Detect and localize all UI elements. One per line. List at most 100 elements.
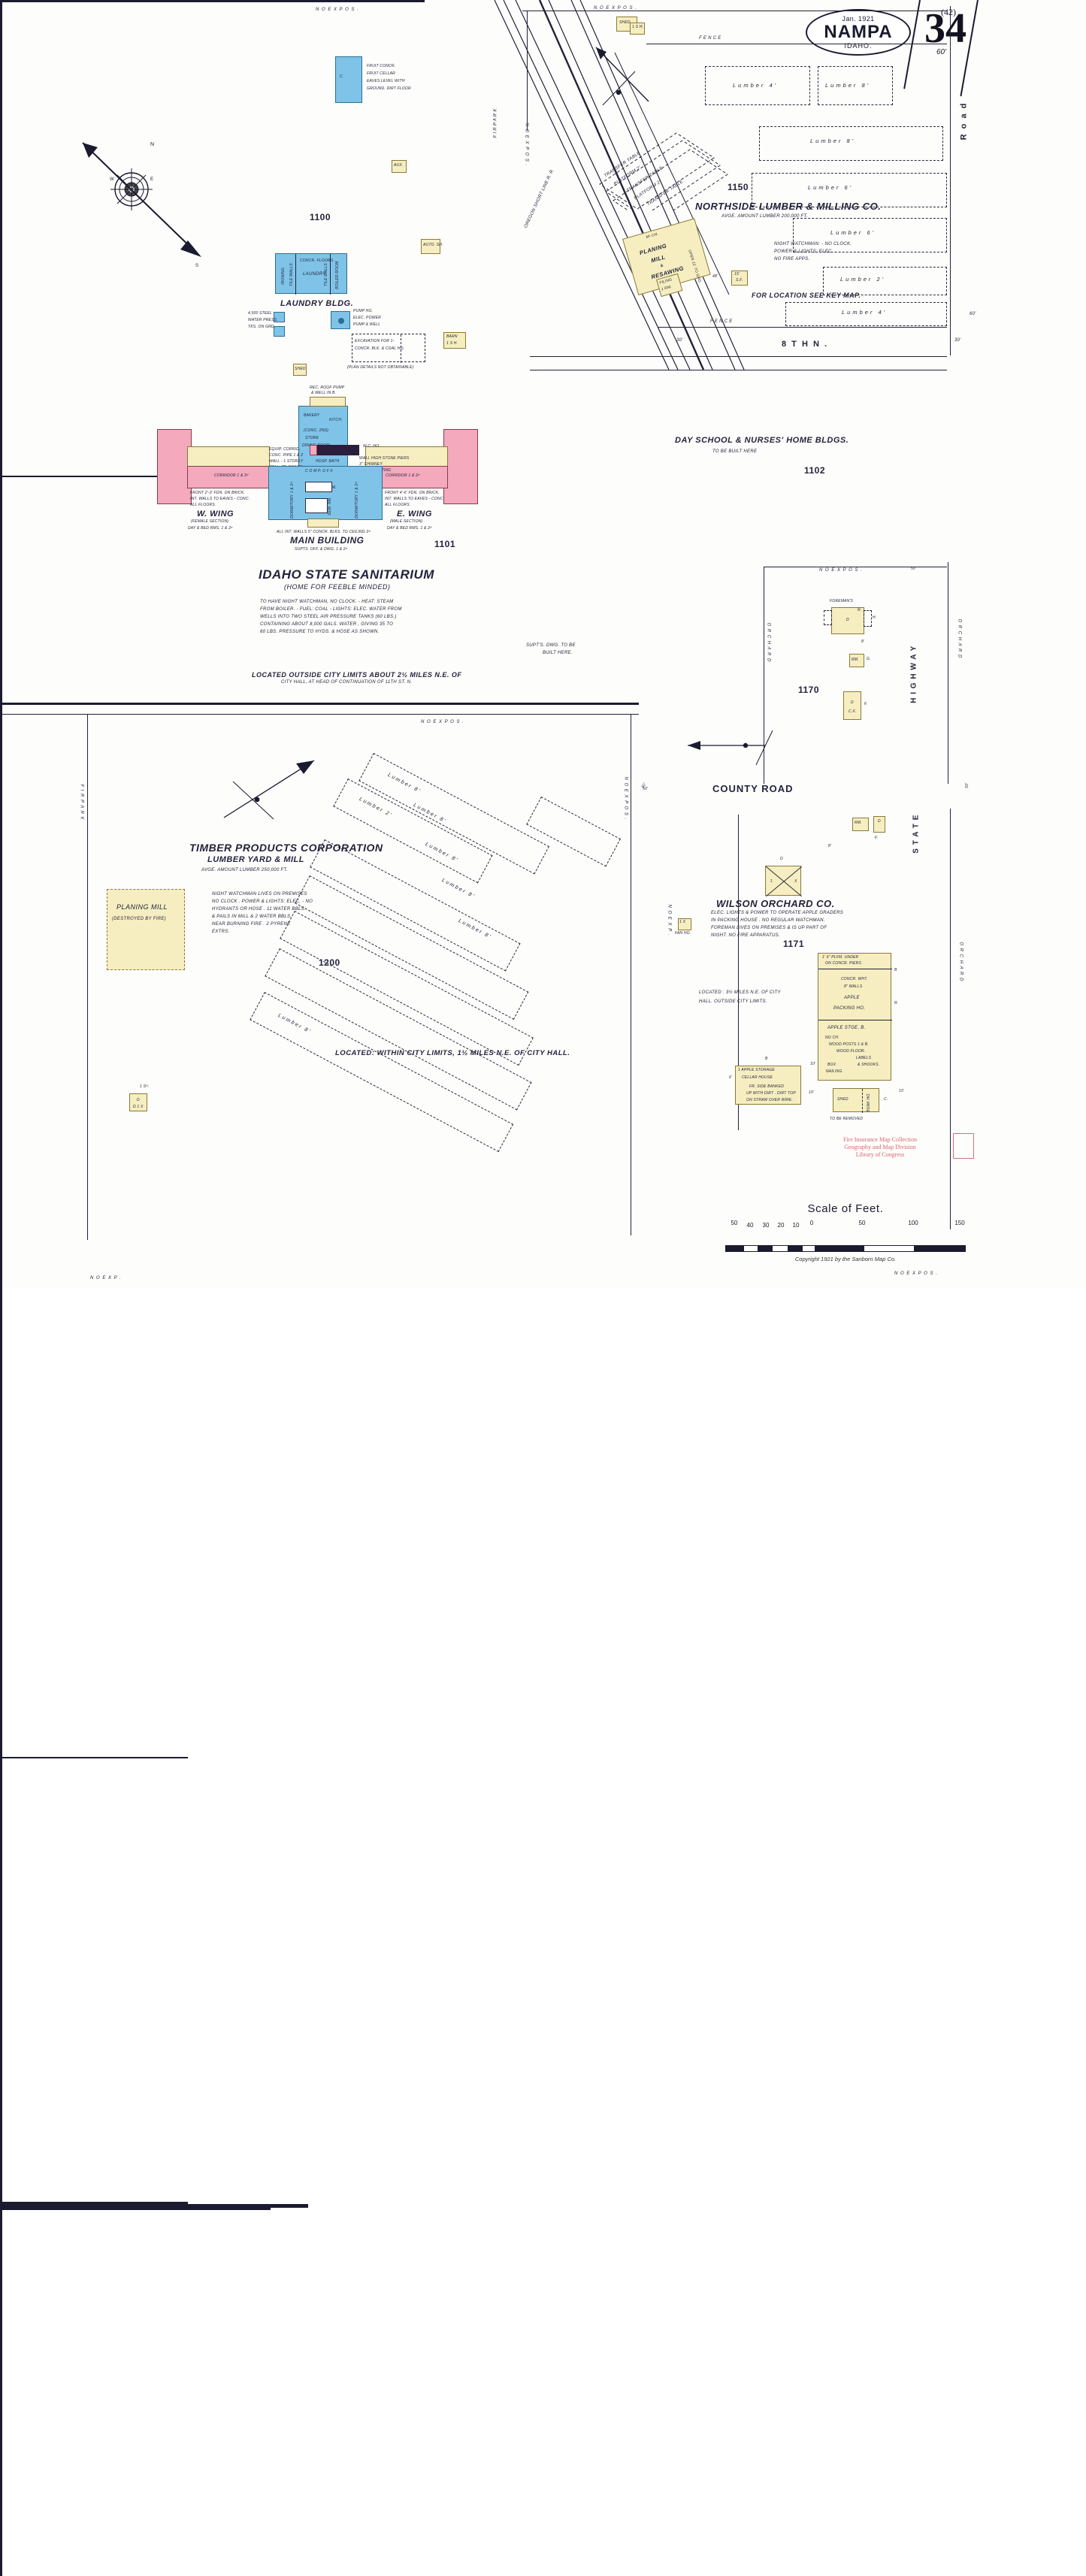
scale-tick-1: 40 [746,1222,754,1229]
timber-lumber-pile-5-label: Lumber 8' [440,878,476,900]
orchard-label-right-1170: O R C H A R D [957,618,962,659]
svg-text:N: N [150,142,154,147]
foreman-porch-left [824,610,832,625]
lumber-pile-4 [752,173,947,207]
scale-tick-4: 10 [792,1222,800,1229]
wilson-small-e-label: F. [875,836,879,840]
packing-note-2: ON CONCR. PIERS [825,961,862,966]
northside-company-title: NORTHSIDE LUMBER & MILLING CO. [695,201,882,212]
northside-keymap-note: FOR LOCATION SEE KEY MAP. [752,292,861,299]
water-tank-note-2: WATER PRESS. [248,318,278,322]
northside-dim-48: 48' [712,274,718,279]
sanitarium-note-4: CONTAINING ABOUT 8,000 GALS. WATER , GIV… [260,622,394,627]
sanitarium-w-wing-sub: (FEMALE SECTION) [191,519,229,524]
aux-shed-small-label: SHED [295,367,306,371]
sanitarium-comp-off-label: C O M P. O F F. [305,469,334,473]
water-tank-1 [274,312,285,322]
no-exposure-left-vertical: N O E X P O S . [524,122,529,167]
no-exposure-central: N O E X P O S . [421,720,464,724]
day-school-note-2: TO BE BUILT HERE [712,449,758,454]
wilson-dwelling: 1 X [765,866,802,896]
fence-line-bottom [658,327,947,328]
laundry-boiler-label: BOILER ROOM [335,261,340,289]
aux-building-barn: BARN 1 S H. [443,332,466,349]
stge-note-3: WOOD FLOOR. [836,1049,866,1054]
sanitarium-e-wing-sub2: DAY & BED RMS. 1 & 2ᵈ [387,526,432,531]
timber-planing-mill-sub: (DESTROYED BY FIRE) [112,917,166,921]
laundry-building: IRONING CONCR. FLOORS LAUNDRY BOILER ROO… [275,253,347,295]
north-arrow-1170 [688,730,773,766]
water-tank-note-3: TKS. ON GRD. [248,325,276,329]
wilson-note-3: FOREMAN LIVES ON PREMISES & IS UP PART O… [711,926,827,930]
foreman-d2-building: D C.X. [843,691,861,720]
northside-note-3: NO FIRE APPS. [774,257,810,262]
planing-mill-mach: Mᶜ CH. [645,231,660,240]
aux-auto-sh-label: AUTO. SH. [423,243,443,247]
wilson-shed-bunkhouse: SHED BUNK HO. [833,1088,879,1113]
timber-subtitle: LUMBER YARD & MILL [207,855,304,864]
foreman-dim-8: 8' [861,639,865,644]
no-exposure-bottom-left: N O E X P . [90,1276,122,1280]
sanitarium-inner-room-2 [305,498,328,513]
fruit-cellar-note-4: GROUND. DIRT FLOOR [367,86,411,91]
sanitarium-main-note: ALL INT. WALLS 5" CONCR. BLKS. TO CEILIN… [277,530,371,534]
fruit-cellar-note-1: FRUIT CONCR. [367,64,396,68]
lumber-pile-3 [759,126,943,161]
foreman-g-label: G. [867,657,871,661]
wilson-small-top-right-2-label: D [878,819,881,824]
timber-note-4: & PAILS IN MILL & 2 WATER BBLS. [212,915,292,919]
loc-stamp-box [953,1133,974,1159]
scale-bar-group: Scale of Feet. 50 40 30 20 10 0 50 100 1… [725,1202,966,1262]
block-number-1200: 1200 [319,957,340,968]
timber-located-note: LOCATED: WITHIN CITY LIMITS, 1½ MILES N.… [335,1049,570,1057]
wilson-note-4: NIGHT. NO FIRE APPARATUS. [711,933,780,938]
no-exposure-bottom-right: N O E X P O S . [894,1271,938,1276]
timber-note-6: EXTRS. [212,930,230,934]
pump-house-label: PUMP HO. [353,309,374,313]
scale-tick-0: 50 [731,1220,738,1226]
no-exposure-top-left: N O E X P O S . [316,8,359,12]
wilson-located-2: HALL. OUTSIDE CITY LIMITS. [699,999,767,1004]
shed-15-sf: S.F. [736,278,743,283]
wilson-dwelling-d: D [780,857,783,861]
loc-line-2: Geography and Map Division [844,1144,916,1150]
sanitarium-roof-pump-strip [310,397,346,407]
scale-tick-8: 150 [954,1220,965,1226]
north-arrow-timber [223,760,315,820]
timber-small-d-label: D [137,1098,140,1102]
foreman-dim-50a: 50' [911,567,917,571]
wilson-dim-6: 6' [729,1075,733,1080]
foreman-rm-building: RM. [849,654,864,667]
laundry-ironing-label: IRONING [281,268,286,285]
wilson-dwelling-cross [766,866,802,896]
street-highway: H I G H W A Y [909,645,918,703]
foreman-dwelling: D [831,607,864,634]
sanitarium-main-building-title: MAIN BUILDING [290,535,365,546]
sanitarium-title: IDAHO STATE SANITARIUM [259,567,434,582]
lumber-pile-1 [705,66,810,105]
excavation-note-1: EXCAVATION FOR 1- [355,339,395,343]
stge-note-5: & SHOOKS. [858,1063,880,1067]
stge-note-1: NO CH. [825,1036,839,1040]
no-exposure-label-left-edge: F I R P A R K [493,108,498,138]
foreman-rm-label: RM. [852,658,859,662]
shed-15-label: 15' [734,272,740,277]
timber-note-1: NIGHT WATCHMAN LIVES ON PREMISES [212,892,307,896]
sanitarium-pump-note-2: & WELL IN B. [311,391,337,395]
block-number-1100: 1100 [310,212,331,222]
packing-note-1: 1' 6" PLFM. UNDER [822,955,859,960]
wilson-fan-house: 1 X [678,918,691,930]
loc-line-1: Fire Insurance Map Collection [843,1136,917,1143]
foreman-d-label: D [846,618,849,622]
sanitarium-hosp-bath-strip [316,445,359,455]
sanitarium-located-note-2: CITY HALL, AT HEAD OF CONTINUATION OF 11… [281,680,413,685]
small-shed-top-label: SHED [619,20,631,25]
left-block-vertical [0,1230,2,1757]
timber-title: TIMBER PRODUCTS CORPORATION [189,842,383,854]
timber-note-2: NO CLOCK . POWER & LIGHTS: ELEC. - NO [212,899,313,904]
wilson-dim-15: 15' [899,1089,905,1093]
sanitarium-note-3: WELLS INTO TWO STEEL AIR PRESSURE TANKS … [260,615,397,619]
sanitarium-note-1: TO HAVE NIGHT WATCHMAN, NO CLOCK. - HEAT… [260,600,394,604]
filing-room-label-2: 1 RM. [661,284,673,292]
sanitarium-corridor-w-label: CORRIDOR 1 & 2ᵈ [214,473,249,478]
